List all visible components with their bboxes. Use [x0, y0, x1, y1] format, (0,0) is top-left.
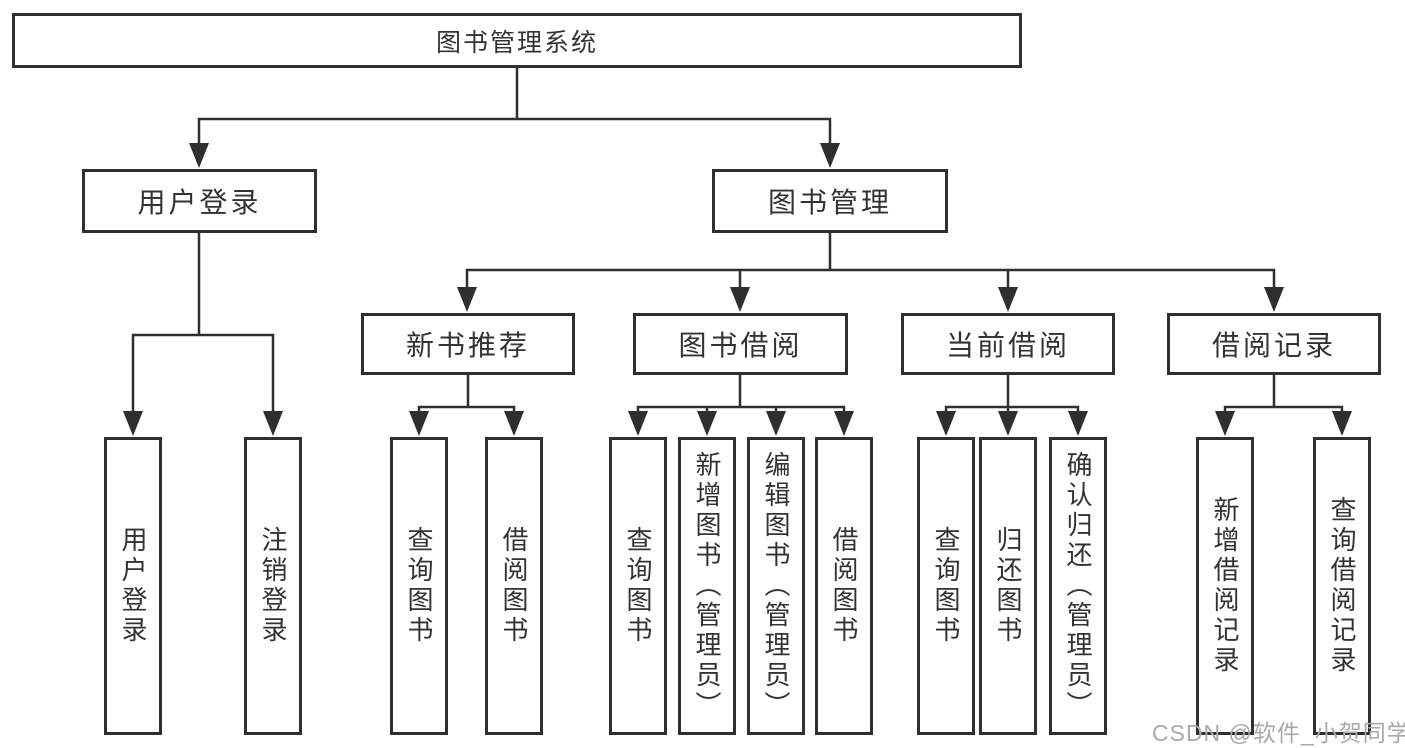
connector-user-login-children: [123, 231, 283, 436]
arrow-down-icon: [1068, 411, 1088, 436]
leaf-cb-query-books-label: 查询图书: [931, 526, 961, 646]
connector-current-borrow-children: [936, 373, 1088, 436]
leaf-bb-query-books-label: 查询图书: [623, 526, 653, 646]
arrow-down-icon: [189, 143, 209, 168]
node-book-mgmt: 图书管理: [712, 169, 948, 233]
node-book-borrow: 图书借阅: [633, 313, 848, 375]
node-user-login-label: 用户登录: [137, 187, 262, 218]
leaf-br-add-record: 新增借阅记录: [1196, 437, 1254, 735]
arrow-down-icon: [730, 287, 750, 312]
leaf-cb-return-books-label: 归还图书: [993, 526, 1023, 646]
arrow-down-icon: [998, 287, 1018, 312]
leaf-user-login: 用户登录: [104, 437, 162, 735]
node-book-borrow-label: 图书借阅: [678, 330, 803, 361]
leaf-nbr-borrow-books: 借阅图书: [485, 437, 543, 735]
leaf-br-query-record-label: 查询借阅记录: [1327, 496, 1357, 676]
watermark: CSDN @软件_小贺同学: [1152, 720, 1405, 746]
node-book-mgmt-label: 图书管理: [767, 187, 892, 218]
leaf-logout-label: 注销登录: [258, 526, 288, 646]
leaf-br-add-record-label: 新增借阅记录: [1210, 496, 1240, 676]
node-new-book-rec: 新书推荐: [361, 313, 575, 375]
node-borrow-records: 借阅记录: [1167, 313, 1381, 375]
connector-new-book-rec-children: [409, 373, 524, 436]
node-current-borrow-label: 当前借阅: [945, 330, 1070, 361]
leaf-user-login-label: 用户登录: [118, 526, 148, 646]
node-current-borrow: 当前借阅: [901, 313, 1115, 375]
arrow-down-icon: [628, 411, 648, 436]
connector-book-mgmt-children: [457, 231, 1284, 312]
leaf-bb-edit-books-admin-label: 编辑图书（管理员）: [761, 451, 791, 721]
node-borrow-records-label: 借阅记录: [1211, 330, 1336, 361]
leaf-cb-confirm-return-admin-label: 确认归还（管理员）: [1063, 451, 1093, 721]
leaf-br-query-record: 查询借阅记录: [1313, 437, 1371, 735]
arrow-down-icon: [1264, 287, 1284, 312]
leaf-cb-query-books: 查询图书: [917, 437, 975, 735]
arrow-down-icon: [504, 411, 524, 436]
connector-root-to-level2: [189, 66, 840, 168]
arrow-down-icon: [263, 411, 283, 436]
connector-book-borrow-children: [628, 373, 854, 436]
leaf-bb-query-books: 查询图书: [609, 437, 667, 735]
arrow-down-icon: [1215, 411, 1235, 436]
node-new-book-rec-label: 新书推荐: [405, 330, 530, 361]
leaf-nbr-query-books: 查询图书: [390, 437, 448, 735]
node-root-label: 图书管理系统: [435, 28, 598, 57]
leaf-bb-borrow-books: 借阅图书: [815, 437, 873, 735]
arrow-down-icon: [409, 411, 429, 436]
arrow-down-icon: [457, 287, 477, 312]
arrow-down-icon: [936, 411, 956, 436]
leaf-bb-edit-books-admin: 编辑图书（管理员）: [747, 437, 805, 735]
leaf-cb-return-books: 归还图书: [979, 437, 1037, 735]
arrow-down-icon: [697, 411, 717, 436]
leaf-bb-borrow-books-label: 借阅图书: [829, 526, 859, 646]
node-root: 图书管理系统: [12, 13, 1022, 68]
leaf-bb-add-books-admin-label: 新增图书（管理员）: [692, 451, 722, 721]
arrow-down-icon: [1332, 411, 1352, 436]
arrow-down-icon: [123, 411, 143, 436]
connector-borrow-records-children: [1215, 373, 1352, 436]
node-user-login: 用户登录: [82, 169, 317, 233]
leaf-logout: 注销登录: [244, 437, 302, 735]
arrow-down-icon: [998, 411, 1018, 436]
leaf-nbr-borrow-books-label: 借阅图书: [499, 526, 529, 646]
leaf-cb-confirm-return-admin: 确认归还（管理员）: [1049, 437, 1107, 735]
leaf-nbr-query-books-label: 查询图书: [404, 526, 434, 646]
leaf-bb-add-books-admin: 新增图书（管理员）: [678, 437, 736, 735]
arrow-down-icon: [820, 143, 840, 168]
arrow-down-icon: [834, 411, 854, 436]
arrow-down-icon: [766, 411, 786, 436]
